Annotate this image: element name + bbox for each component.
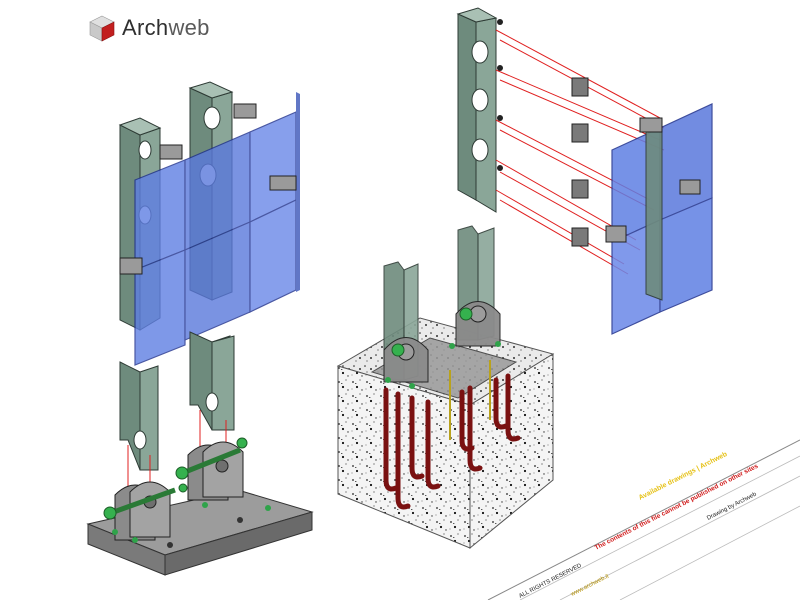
right-top-spider-fin: [605, 117, 701, 301]
right-top-small-brackets: [497, 19, 589, 247]
right-top-exploded-assembly: [456, 7, 713, 335]
left-curtain-wall-assembly: [86, 81, 314, 576]
footing-clevis: [383, 301, 501, 389]
left-lower-fin-1: [119, 361, 159, 471]
concrete-footing-assembly: [336, 225, 555, 550]
left-spider-clamp-upper: [119, 103, 297, 275]
anchor-rebars-yellow: [449, 360, 491, 440]
right-top-fin: [456, 7, 498, 213]
left-lower-fin-2: [189, 331, 235, 431]
left-green-pins: [103, 437, 271, 548]
anchor-rebars: [383, 373, 521, 510]
logo-brand-light-text: web: [168, 15, 210, 40]
cube-logo-icon: [89, 15, 115, 42]
left-glass-panels: [134, 92, 300, 366]
logo-brand-text: Arch: [122, 15, 169, 40]
archweb-logo: Archweb: [88, 14, 210, 42]
